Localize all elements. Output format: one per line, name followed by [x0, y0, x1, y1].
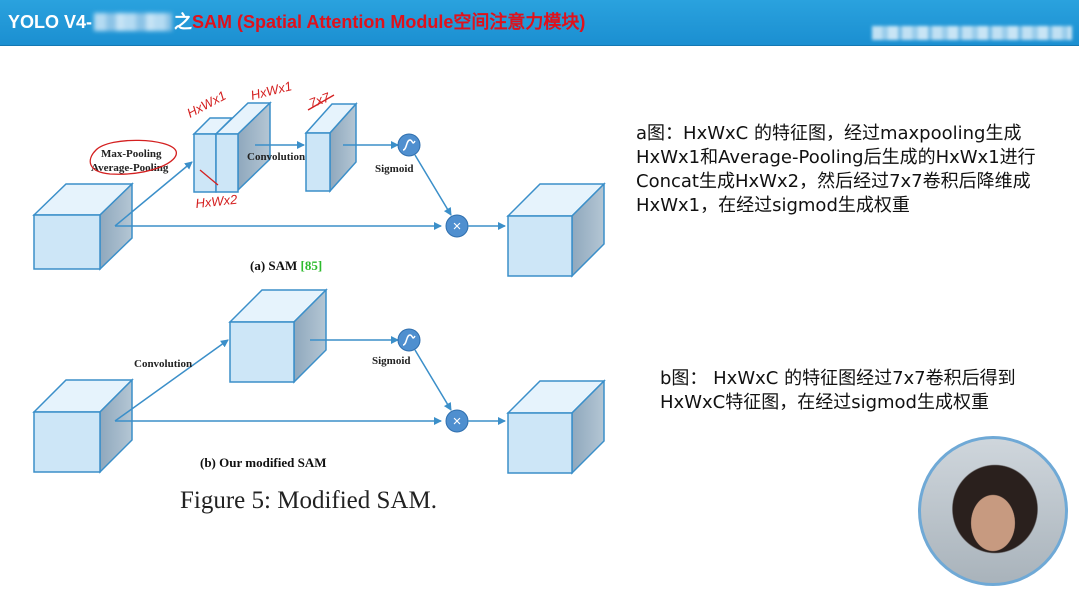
multiply-node-b: ×: [445, 409, 469, 433]
page-title: YOLO V4- 之SAM (Spatial Attention Module空间…: [8, 8, 585, 36]
input-cube-a: [32, 182, 134, 271]
convolution-label-a: Convolution: [247, 151, 305, 163]
maxpool-label: Max-Pooling: [101, 148, 162, 160]
conv-feature-map-a: [304, 102, 358, 193]
handwriting-note-4: HxWx2: [195, 192, 239, 211]
caption-a: (a) SAM [85]: [250, 258, 322, 273]
explanation-note-a: a图：HxWxC 的特征图，经过maxpooling生成HxWx1和Averag…: [636, 123, 1036, 216]
convolution-label-b: Convolution: [134, 358, 192, 370]
multiply-node-a: ×: [445, 214, 469, 238]
output-cube-a: [506, 182, 606, 278]
diagram-b: × Convolution Sigmoid (b) Our modified S…: [32, 288, 606, 475]
handwritten-annotations: [89, 94, 335, 186]
title-prefix: YOLO V4-: [8, 12, 93, 32]
title-red-text: Spatial Attention Module: [243, 12, 454, 32]
title-blurred-segment: [94, 13, 173, 31]
pooled-feature-maps: [192, 101, 272, 193]
sigmoid-label-b: Sigmoid: [372, 355, 411, 367]
explanation-note-b: b图： HxWxC 的特征图经过7x7卷积后得到HxWxC特征图，在经过sigm…: [660, 368, 1016, 413]
handwriting-note-1: HxWx1: [184, 88, 228, 121]
title-sam: SAM (: [192, 12, 244, 32]
sigmoid-label-a: Sigmoid: [375, 163, 414, 175]
multiply-label-b: ×: [453, 413, 462, 430]
caption-b: (b) Our modified SAM: [200, 455, 327, 470]
presenter-avatar: [918, 436, 1068, 586]
conv-feature-map-b: [228, 288, 328, 384]
handwriting-note-2: HxWx1: [249, 78, 293, 103]
title-middle: 之: [174, 12, 193, 32]
output-cube-b: [506, 379, 606, 475]
diagram-a: × Max-Pooling Average-Pooling Convolutio…: [32, 78, 606, 278]
title-bar: YOLO V4- 之SAM (Spatial Attention Module空间…: [0, 0, 1079, 46]
caption-a-ref: [85]: [301, 258, 323, 273]
figure-caption: Figure 5: Modified SAM.: [180, 487, 437, 514]
title-suffix: 空间注意力模块): [453, 12, 586, 32]
multiply-label-a: ×: [453, 218, 462, 235]
sam-diagram: × Max-Pooling Average-Pooling Convolutio…: [32, 78, 606, 475]
caption-a-text: (a) SAM: [250, 258, 301, 273]
handwriting-note-3: 7x7: [307, 89, 333, 111]
sigmoid-node-a: [397, 133, 421, 157]
title-watermark: [872, 26, 1072, 40]
input-cube-b: [32, 378, 134, 474]
sigmoid-node-b: [397, 328, 421, 352]
